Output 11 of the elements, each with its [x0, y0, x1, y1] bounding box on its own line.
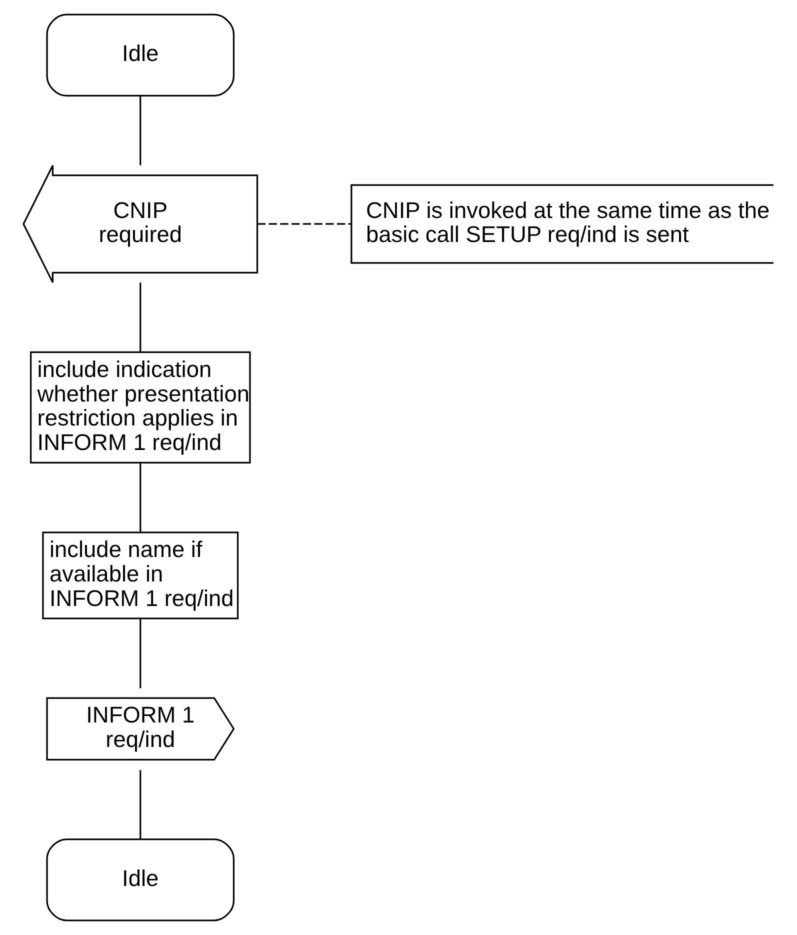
node-box: include name if available in INFORM 1 req/ind: [42, 532, 239, 620]
node-box: Idle: [46, 14, 235, 97]
connector: [140, 618, 142, 688]
connector: [140, 282, 142, 352]
connector: [257, 223, 351, 225]
connector: [140, 463, 142, 532]
connector: [140, 96, 142, 166]
connector: [140, 770, 142, 840]
node-text: CNIP is invoked at the same time as the basic call SETUP req/ind is sent: [366, 196, 770, 248]
node-box: include indication whether presentation restriction applies in INFORM 1 req/ind: [30, 351, 251, 464]
node-box: Idle: [46, 838, 235, 922]
